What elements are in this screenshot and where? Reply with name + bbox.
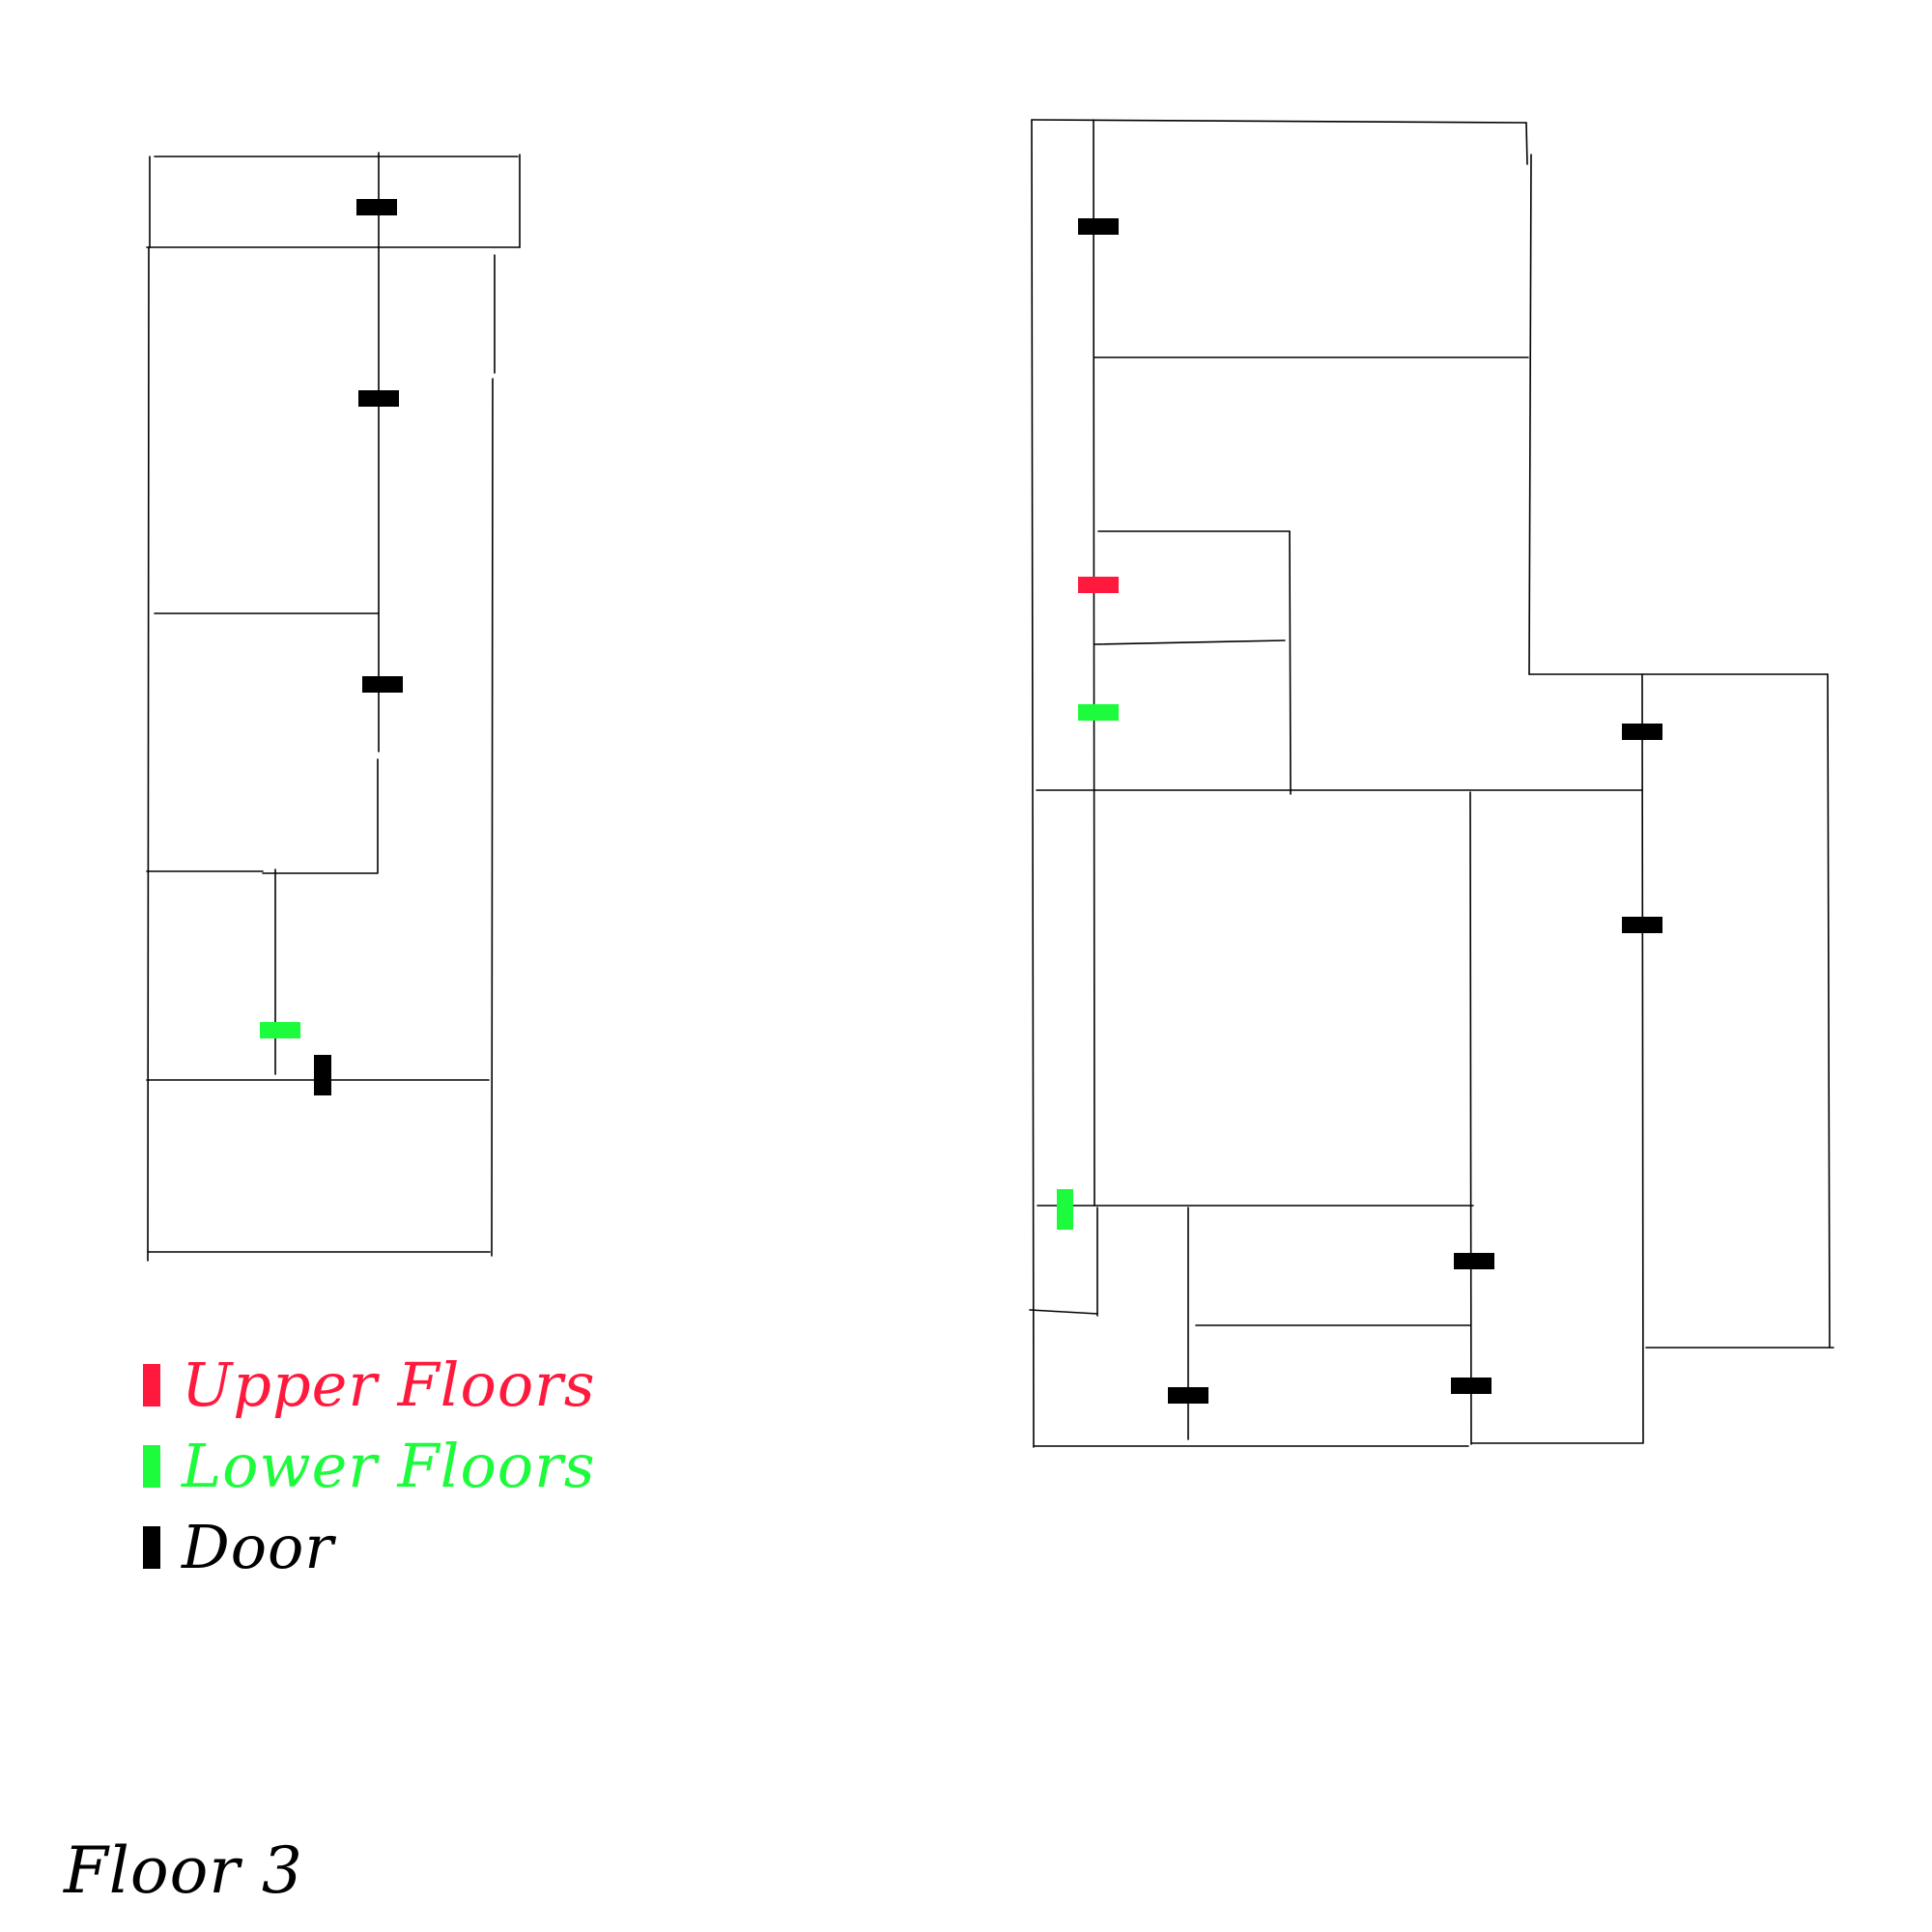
wall: [1289, 530, 1292, 795]
legend-label-upper: Upper Floors: [182, 1350, 596, 1420]
wall: [1525, 122, 1528, 165]
lower-floors-stair-marker[interactable]: [1078, 704, 1119, 721]
wall: [147, 246, 150, 1262]
door-marker[interactable]: [1454, 1253, 1494, 1269]
lower-floors-stair-marker[interactable]: [1057, 1189, 1073, 1230]
wall: [1031, 119, 1035, 1448]
door-marker[interactable]: [1168, 1387, 1208, 1404]
legend-label-door: Door: [182, 1512, 335, 1582]
left-building: [146, 152, 521, 1262]
wall: [1031, 119, 1527, 124]
wall: [1641, 673, 1644, 1444]
legend-row-upper: Upper Floors: [143, 1347, 596, 1424]
lower-floors-stair-marker[interactable]: [260, 1022, 300, 1038]
wall: [1827, 673, 1831, 1349]
left-building-markers: [260, 199, 403, 1095]
door-marker[interactable]: [1622, 917, 1662, 933]
wall: [491, 378, 494, 1257]
wall: [1094, 639, 1286, 645]
door-marker[interactable]: [1451, 1378, 1492, 1394]
legend-row-lower: Lower Floors: [143, 1428, 596, 1505]
door-marker[interactable]: [358, 390, 399, 407]
wall: [1029, 1309, 1098, 1315]
right-building-markers: [1057, 218, 1662, 1404]
right-building: [1029, 119, 1834, 1448]
upper-floors-swatch: [143, 1364, 160, 1406]
door-marker[interactable]: [356, 199, 397, 215]
legend-row-door: Door: [143, 1509, 334, 1586]
floor-title: Floor 3: [64, 1833, 303, 1908]
door-marker[interactable]: [314, 1055, 331, 1095]
door-marker[interactable]: [362, 676, 403, 693]
legend-label-lower: Lower Floors: [182, 1431, 596, 1501]
door-marker[interactable]: [1078, 218, 1119, 235]
lower-floors-swatch: [143, 1445, 160, 1488]
door-swatch: [143, 1526, 160, 1569]
door-marker[interactable]: [1622, 724, 1662, 740]
wall: [1469, 791, 1472, 1445]
upper-floors-stair-marker[interactable]: [1078, 577, 1119, 593]
wall: [1528, 154, 1532, 675]
